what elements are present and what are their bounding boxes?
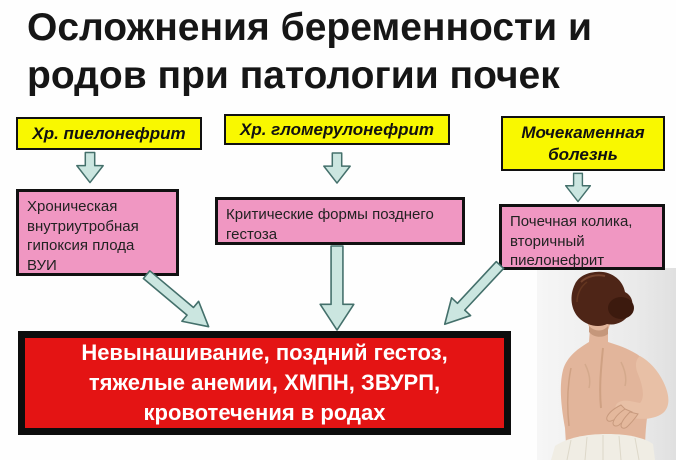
title-line-1: Осложнения беременности и: [27, 6, 592, 49]
page-title: Осложнения беременности и родов при пато…: [27, 4, 657, 100]
woman-back-pain-photo: [537, 268, 676, 460]
down-arrow-icon: [74, 151, 106, 184]
cause-label: Мочекаменная болезнь: [521, 123, 645, 164]
effect-box-fetal-hypoxia: Хроническая внутриутробная гипоксия плод…: [16, 189, 179, 276]
diagonal-down-right-arrow-icon: [136, 263, 220, 340]
long-down-arrow-icon: [318, 245, 356, 332]
cause-label: Хр. пиелонефрит: [32, 123, 186, 143]
diagonal-down-left-arrow-icon: [432, 254, 511, 336]
down-arrow-icon: [321, 150, 353, 186]
effect-box-gestosis: Критические формы позднего гестоза: [215, 197, 465, 245]
outcome-line-3: кровотечения в родах: [143, 400, 386, 425]
outcome-line-2: тяжелые анемии, ХМПН, ЗВУРП,: [88, 370, 441, 395]
cause-box-urolithiasis: Мочекаменная болезнь: [501, 116, 665, 171]
effect-box-renal-colic: Почечная колика, вторичный пиелонефрит: [499, 204, 665, 270]
outcome-box: Невынашивание, поздний гестоз, тяжелые а…: [18, 331, 511, 435]
title-line-2: родов при патологии почек: [27, 54, 560, 97]
cause-box-pyelonephritis: Хр. пиелонефрит: [16, 117, 202, 150]
outcome-line-1: Невынашивание, поздний гестоз,: [81, 340, 448, 365]
cause-label: Хр. гломерулонефрит: [240, 119, 434, 139]
cause-box-glomerulonephritis: Хр. гломерулонефрит: [224, 114, 450, 145]
down-arrow-icon: [563, 172, 593, 203]
effect-text: Хроническая внутриутробная гипоксия плод…: [27, 198, 139, 274]
effect-text: Почечная колика, вторичный пиелонефрит: [510, 213, 633, 269]
effect-text: Критические формы позднего гестоза: [226, 206, 434, 243]
